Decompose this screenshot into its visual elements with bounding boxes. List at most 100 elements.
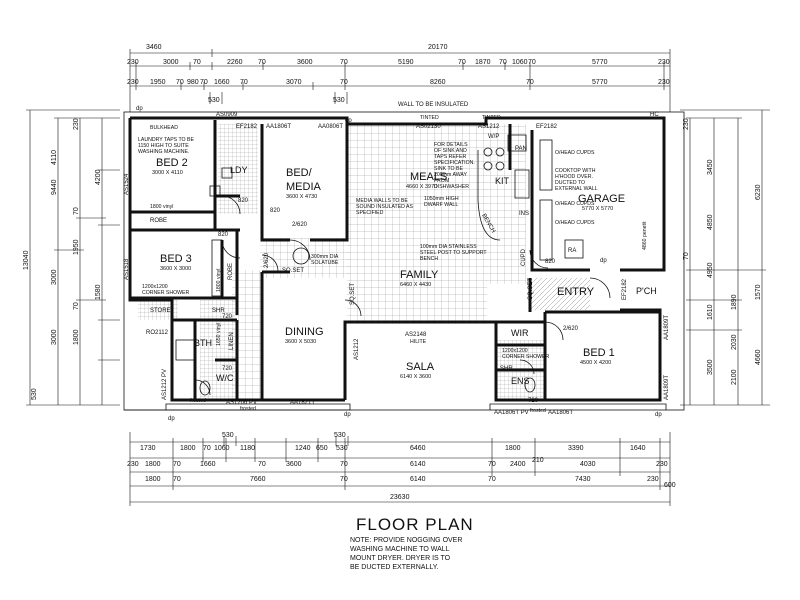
label-ins: INS [519, 211, 529, 217]
window-code: RO2112 [146, 330, 169, 336]
window-code: AA1806T [266, 124, 291, 130]
shower-note-1b: CORNER SHOWER [142, 290, 190, 296]
dim-t2: 5770 [592, 59, 608, 66]
sqset-label-1: SQ.SET [282, 268, 304, 274]
dim-b1: 1240 [295, 445, 311, 452]
room-media-name: BED/ [286, 167, 313, 179]
dim-t3: 1950 [150, 79, 166, 86]
room-labels: BED 2 3000 X 4110 LDY BED/ MEDIA 3600 X … [150, 134, 657, 386]
dim-b3: 7430 [575, 476, 591, 483]
shower-note-1a: 1200x1200 [142, 284, 168, 290]
dim-t2: 3600 [297, 59, 313, 66]
room-bed3-size: 3600 X 3000 [160, 266, 191, 272]
dim-b2: 230 [127, 461, 139, 468]
fixtures [175, 134, 584, 396]
dim-b3: 70 [173, 476, 181, 483]
dim-t2: 1870 [475, 59, 491, 66]
taps-note-6: FROM [434, 178, 449, 184]
dim-b2: 70 [258, 461, 266, 468]
dim-b2: 210 [532, 457, 544, 464]
dim-l: 1950 [73, 239, 80, 255]
window-code: AS1524 [124, 173, 130, 195]
dim-b2: 6140 [410, 461, 426, 468]
dim-t4: 530 [333, 97, 345, 104]
window-codes: AS0909 EF2182 AA1806T AA0806T AS02130 AS… [124, 112, 670, 416]
solatube-note-1: 300mm DIA [311, 254, 339, 260]
room-pch: P'CH [636, 286, 657, 296]
dim-t3: 3070 [286, 79, 302, 86]
room-sala-name: SALA [406, 361, 435, 373]
dim-t3: 1660 [214, 79, 230, 86]
room-linen: LINEN [229, 332, 235, 350]
dim-l: 3000 [51, 269, 58, 285]
dim-l: 4200 [95, 169, 102, 185]
dim-r: 1610 [707, 304, 714, 320]
room-robe2: ROBE [150, 218, 167, 224]
dim-top-3460: 3460 [146, 44, 162, 51]
dim-b2: 4030 [580, 461, 596, 468]
door-label: 2/620 [264, 252, 270, 268]
taps-note-5: 200mm AWAY [434, 172, 467, 178]
vinyl-note-3: 1650 vinyl [216, 323, 222, 346]
dim-t3: 230 [658, 79, 670, 86]
dim-b1: 1800 [505, 445, 521, 452]
dim-t2: 230 [127, 59, 139, 66]
dim-b2: 70 [173, 461, 181, 468]
room-bed2-name: BED 2 [156, 157, 188, 169]
room-ens: ENS [511, 376, 530, 386]
window-code: AA1809T [664, 375, 670, 400]
tinted-note-1: TINTED [420, 115, 439, 121]
cupds-note-2: H'HOOD OVER. [555, 174, 593, 180]
room-shr2: SHR [500, 366, 513, 372]
dim-r-6230: 6230 [755, 184, 762, 200]
post-note-2: STEEL POST TO SUPPORT [420, 250, 487, 256]
room-bed3-name: BED 3 [160, 253, 192, 265]
frosted-note-3: frosted [530, 408, 546, 414]
title-block: FLOOR PLAN NOTE: PROVIDE NOGGING OVER WA… [350, 515, 473, 571]
frosted-note-2: frosted [240, 406, 256, 412]
dim-b3: 70 [488, 476, 496, 483]
cupds-note-0: O/HEAD CUPDS [555, 150, 595, 156]
dim-b2: 2400 [510, 461, 526, 468]
laundry-note-3: WASHING MACHINE. [138, 149, 189, 155]
dim-b1: 530 [336, 445, 348, 452]
room-garage-name: GARAGE [578, 193, 625, 205]
dim-l: 70 [73, 207, 80, 215]
plan-note-3: MOUNT DRYER. DRYER IS TO [350, 555, 451, 562]
walls [128, 116, 666, 402]
dp-label: dp [600, 258, 607, 264]
dim-r: 4660 [755, 349, 762, 365]
dim-b1: 1060 [214, 445, 230, 452]
frosted-note-1: frosted [190, 398, 206, 404]
room-bed2-size: 3000 X 4110 [152, 170, 183, 176]
dim-r: 230 [683, 118, 690, 130]
dim-b1: 3390 [568, 445, 584, 452]
window-code: AS2148 [405, 332, 427, 338]
room-store: STORE [150, 308, 171, 314]
dim-b1: 1640 [630, 445, 646, 452]
room-media-size: 3600 X 4730 [286, 194, 317, 200]
top-dimensions: 3460 20170 230 3000 70 2260 70 3600 70 5… [127, 44, 671, 112]
d820-label: 820 [545, 259, 556, 265]
plan-notes: WALL TO BE INSULATED BULKHEAD LAUNDRY TA… [138, 102, 648, 414]
d720-label: 720 [222, 366, 233, 372]
media-walls-2: SOUND INSULATED AS [356, 204, 414, 210]
dwarf-note-2: DWARF WALL [424, 202, 458, 208]
cupds-note-5: O/HEAD CUPDS [555, 201, 595, 207]
room-meals-name: MEALS [410, 171, 447, 183]
dim-t2: 2260 [227, 59, 243, 66]
room-robe3: ROBE [228, 263, 234, 280]
dim-l: 3000 [51, 329, 58, 345]
taps-note-2: TAPS REFER [434, 154, 466, 160]
right-dimensions: 6230 3450 4850 4950 1610 1890 1570 4660 … [680, 109, 770, 406]
tinted-note-2: TINTED [482, 115, 501, 121]
dim-top-20170: 20170 [428, 44, 448, 51]
sqset-label-2: SQ.SET [350, 283, 356, 305]
taps-note-4: SINK TO BE [434, 166, 463, 172]
dim-b2: 1800 [145, 461, 161, 468]
cupds-note-6: O/HEAD CUPDS [555, 220, 595, 226]
eave-lines [123, 111, 685, 411]
bottom-dimensions: 530 530 1730 1800 70 1060 1180 1240 650 … [127, 432, 676, 506]
dim-t3: 70 [176, 79, 184, 86]
dp-label: dp [655, 412, 662, 418]
